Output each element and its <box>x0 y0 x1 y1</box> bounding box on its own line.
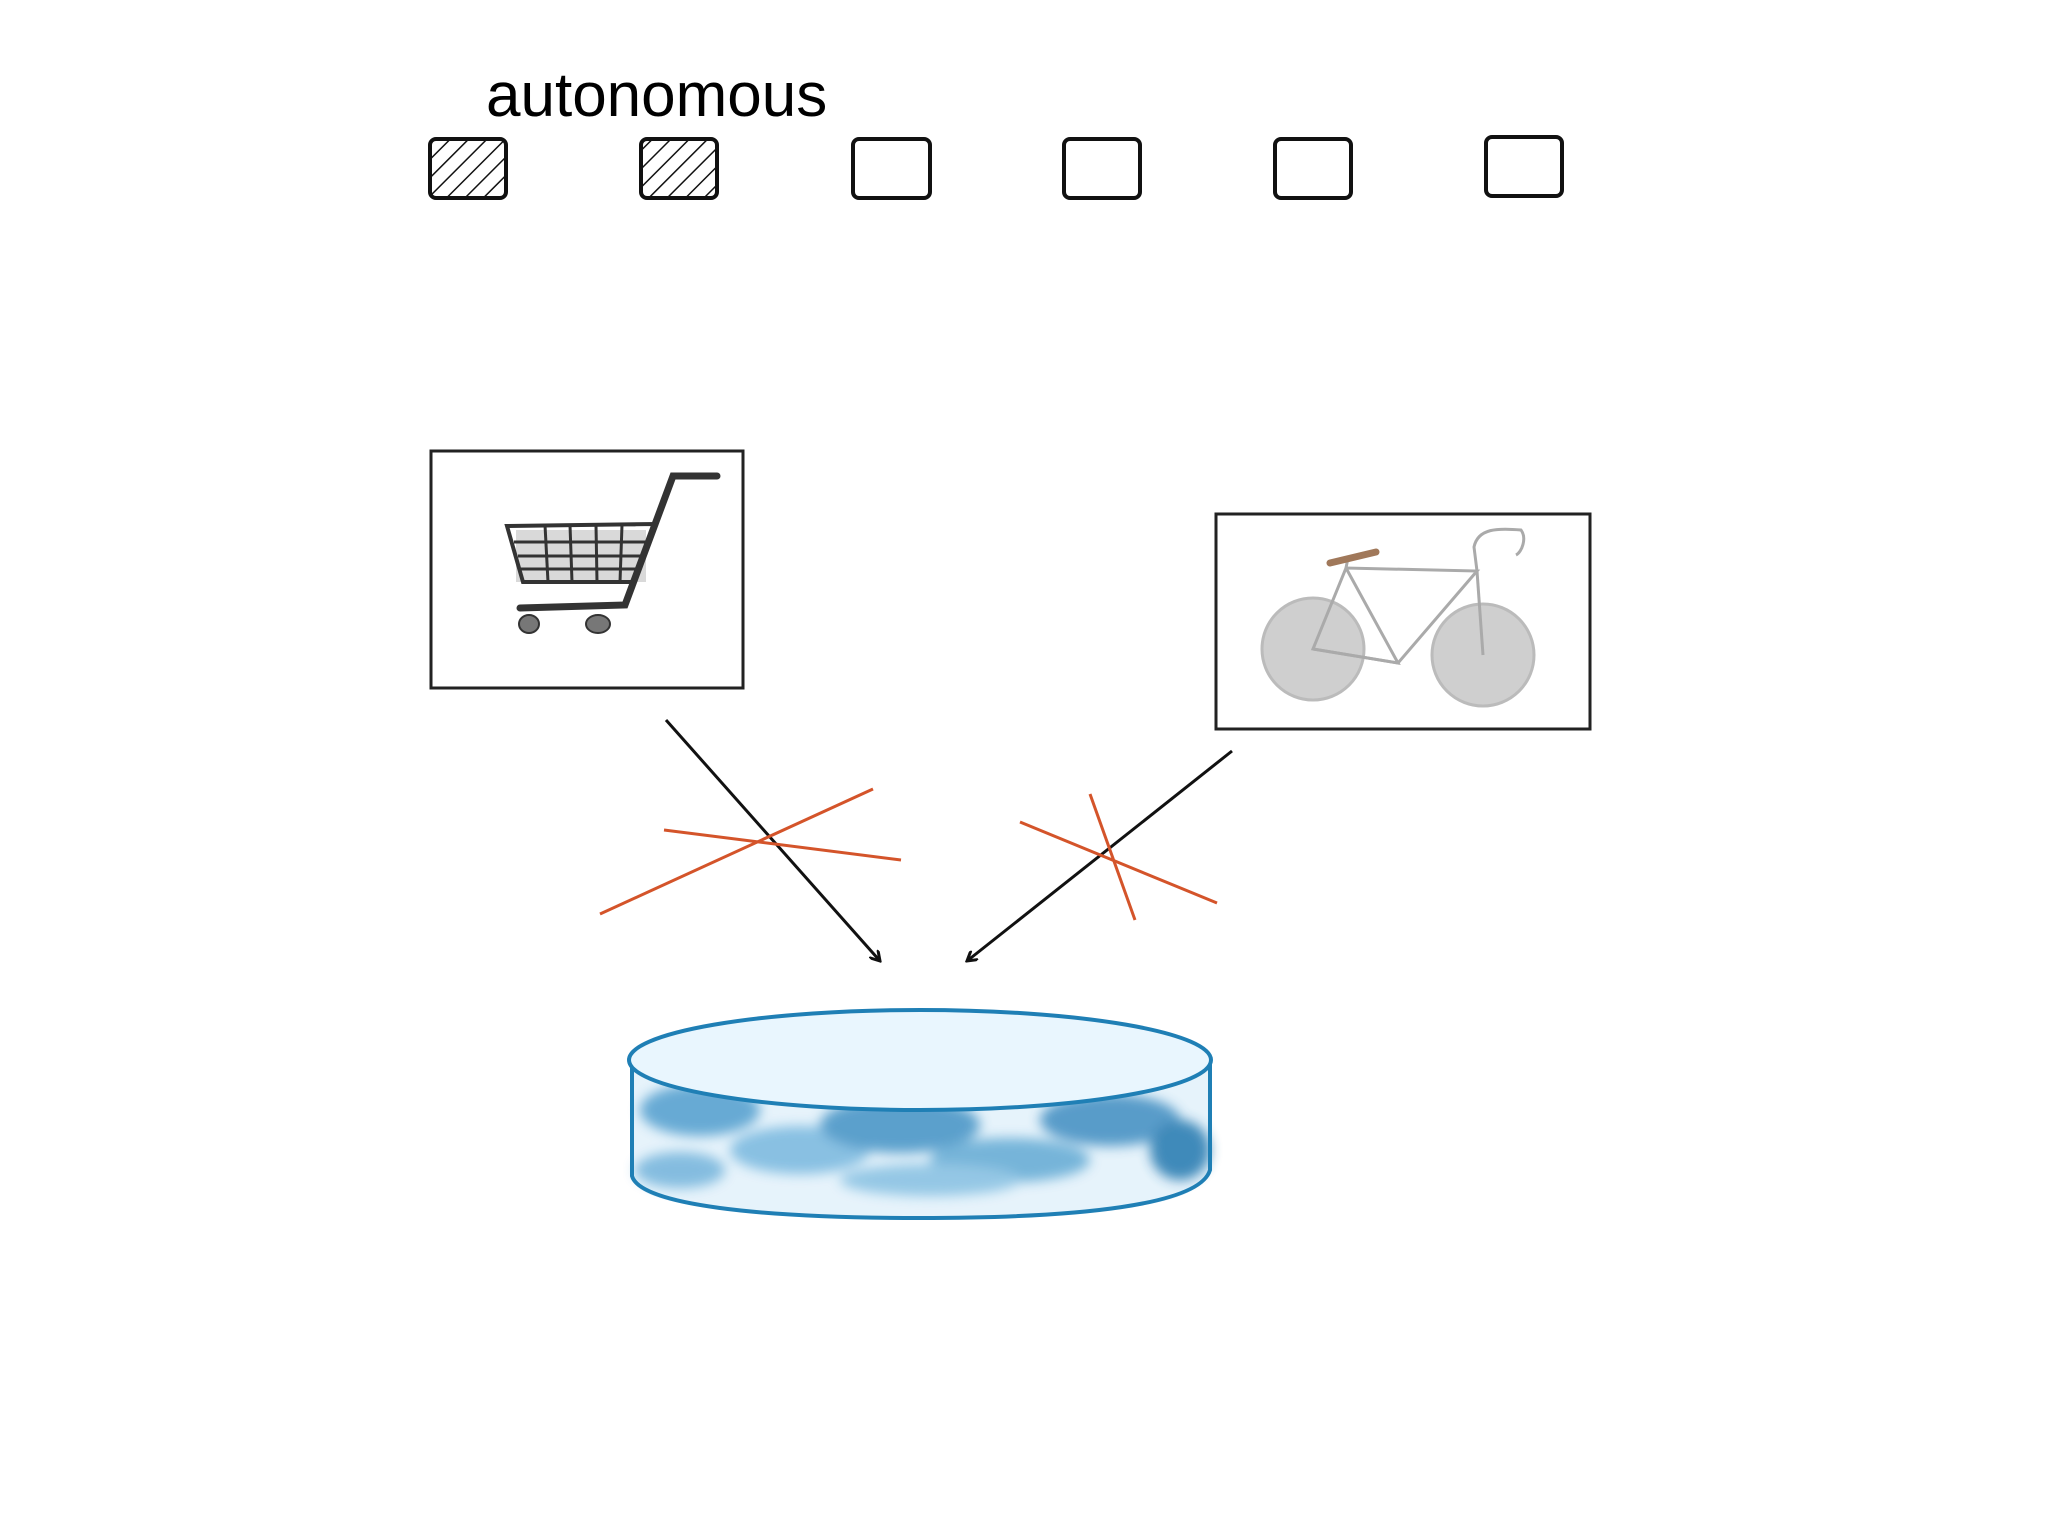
segment-row <box>428 135 1564 200</box>
segment-box-5 <box>1273 137 1353 200</box>
segment-box-1 <box>428 137 508 200</box>
segment-box-4 <box>1062 137 1142 200</box>
segment-box-6 <box>1484 135 1564 198</box>
shopping-cart-card <box>429 449 745 690</box>
bicycle-card <box>1214 512 1592 731</box>
right-arrow-crossed <box>967 749 1233 961</box>
bicycle-icon <box>1260 527 1536 708</box>
segment-box-3 <box>851 137 932 200</box>
shopping-cart-icon <box>504 472 721 634</box>
cross-mark-right <box>1019 793 1218 921</box>
data-lake-cylinder <box>627 1008 1213 1221</box>
autonomous-label: autonomous <box>486 61 828 130</box>
left-arrow-crossed <box>599 719 902 961</box>
cross-mark-left <box>599 787 902 916</box>
segment-box-2 <box>639 137 719 200</box>
